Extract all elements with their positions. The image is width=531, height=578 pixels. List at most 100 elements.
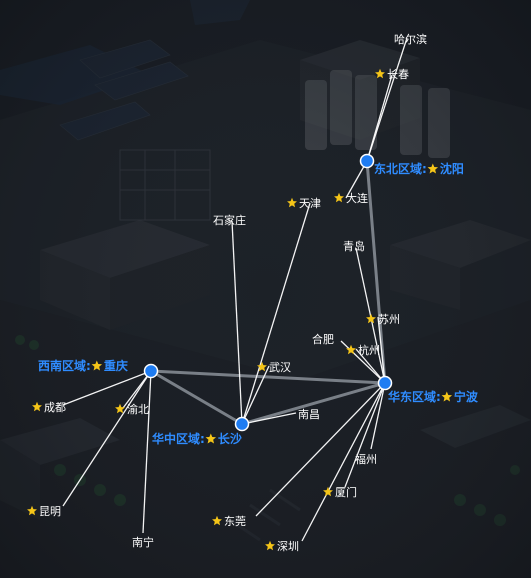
city-label: 合肥 xyxy=(312,332,334,346)
city-shenzhen[interactable]: 深圳 xyxy=(265,540,299,553)
link-huazhong-nanchang xyxy=(241,412,297,425)
link-dongbei-haerbin xyxy=(366,37,408,162)
hub-city: 宁波 xyxy=(454,389,479,404)
city-fuzhou[interactable]: 福州 xyxy=(355,452,377,466)
link-huazhong-tianjin xyxy=(241,202,311,425)
city-label: 昆明 xyxy=(39,505,61,518)
hub-region: 华东区域: xyxy=(388,389,441,404)
hub-label: 东北区域: xyxy=(374,161,427,176)
hub-label: 西南区域: xyxy=(38,358,91,373)
city-kunming[interactable]: 昆明 xyxy=(27,505,61,518)
city-haerbin[interactable]: 哈尔滨 xyxy=(394,32,427,46)
hub-xinan[interactable]: 西南区域: 重庆 xyxy=(38,358,159,379)
city-changchun[interactable]: 长春 xyxy=(375,68,409,81)
city-shijiazhuang[interactable]: 石家庄 xyxy=(213,213,246,227)
city-label: 哈尔滨 xyxy=(394,32,427,46)
trunk-routes xyxy=(149,159,387,426)
link-huadong-hangzhou xyxy=(355,348,386,384)
star-icon xyxy=(427,163,439,174)
hub-dongbei[interactable]: 东北区域: 沈阳 xyxy=(359,153,464,177)
link-xinan-kunming xyxy=(62,370,152,507)
city-links xyxy=(62,37,408,542)
city-label: 天津 xyxy=(299,197,321,210)
city-label: 东莞 xyxy=(224,515,246,528)
hub-region: 东北区域: xyxy=(374,161,427,176)
link-huazhong-wuhan xyxy=(241,365,270,425)
star-icon xyxy=(32,401,42,412)
city-label: 福州 xyxy=(355,452,377,466)
star-icon xyxy=(366,313,376,324)
hub-region: 西南区域: xyxy=(38,358,91,373)
star-icon xyxy=(375,68,385,79)
hub-city: 重庆 xyxy=(104,358,128,373)
hub-label: 华中区域: xyxy=(152,431,205,446)
hub-city: 沈阳 xyxy=(440,161,464,176)
city-qingdao[interactable]: 青岛 xyxy=(343,239,365,253)
trunk-route-huazhong-huadong xyxy=(240,381,387,426)
city-suzhou[interactable]: 苏州 xyxy=(366,313,400,326)
star-icon xyxy=(287,197,297,208)
star-icon xyxy=(323,486,333,497)
city-label: 石家庄 xyxy=(213,213,246,227)
city-dongguan[interactable]: 东莞 xyxy=(212,515,246,528)
star-icon xyxy=(346,344,356,355)
star-icon xyxy=(27,505,37,516)
city-label: 厦门 xyxy=(335,485,357,499)
star-icon xyxy=(257,361,267,372)
hub-marker xyxy=(143,363,159,379)
city-chengdu[interactable]: 成都 xyxy=(32,401,66,414)
city-wuhan[interactable]: 武汉 xyxy=(257,361,291,374)
city-yubei[interactable]: 渝北 xyxy=(115,402,149,416)
city-label: 南昌 xyxy=(298,408,320,421)
city-tianjin[interactable]: 天津 xyxy=(287,197,321,210)
star-icon xyxy=(441,391,453,402)
link-huazhong-shijiazhuang xyxy=(231,220,243,425)
star-icon xyxy=(91,360,103,371)
trunk-route-xinan-huazhong xyxy=(149,369,244,426)
city-label: 杭州 xyxy=(358,343,380,357)
star-icon xyxy=(212,515,222,526)
hub-marker xyxy=(234,416,250,432)
link-xinan-chengdu xyxy=(62,370,152,406)
link-huadong-fuzhou xyxy=(370,382,386,450)
star-icon xyxy=(205,433,217,444)
link-dongbei-changchun xyxy=(366,74,393,162)
star-icon xyxy=(265,540,275,551)
city-xiamen[interactable]: 厦门 xyxy=(323,485,357,499)
city-label: 苏州 xyxy=(378,313,400,326)
link-huadong-suzhou xyxy=(377,316,386,384)
star-icon xyxy=(334,192,344,203)
city-label: 大连 xyxy=(346,191,368,205)
link-huadong-dongguan xyxy=(255,382,386,517)
city-label: 长春 xyxy=(387,68,409,81)
star-icon xyxy=(115,403,125,414)
link-huadong-shenzhen xyxy=(301,382,386,542)
city-label: 深圳 xyxy=(277,540,299,553)
link-xinan-nanning xyxy=(142,370,152,534)
city-hefei[interactable]: 合肥 xyxy=(312,332,334,346)
hub-marker xyxy=(377,375,393,391)
city-nanchang[interactable]: 南昌 xyxy=(298,408,320,421)
city-label: 渝北 xyxy=(127,402,149,416)
trunk-route-xinan-huadong xyxy=(149,369,387,385)
city-label: 成都 xyxy=(44,401,66,414)
hub-region: 华中区域: xyxy=(152,431,205,446)
hub-huazhong[interactable]: 华中区域: 长沙 xyxy=(152,416,250,447)
trunk-route-dongbei-huadong xyxy=(365,159,387,385)
hub-marker xyxy=(359,153,375,169)
city-nanning[interactable]: 南宁 xyxy=(132,535,154,549)
city-dalian[interactable]: 大连 xyxy=(334,191,368,205)
link-huadong-xiamen xyxy=(344,382,386,488)
city-label: 青岛 xyxy=(343,239,365,253)
city-label: 武汉 xyxy=(269,361,291,374)
hub-label: 华东区域: xyxy=(388,389,441,404)
link-huadong-hefei xyxy=(340,340,386,384)
hub-city: 长沙 xyxy=(218,431,242,446)
hub-huadong[interactable]: 华东区域: 宁波 xyxy=(377,375,479,405)
city-hangzhou[interactable]: 杭州 xyxy=(346,343,380,357)
